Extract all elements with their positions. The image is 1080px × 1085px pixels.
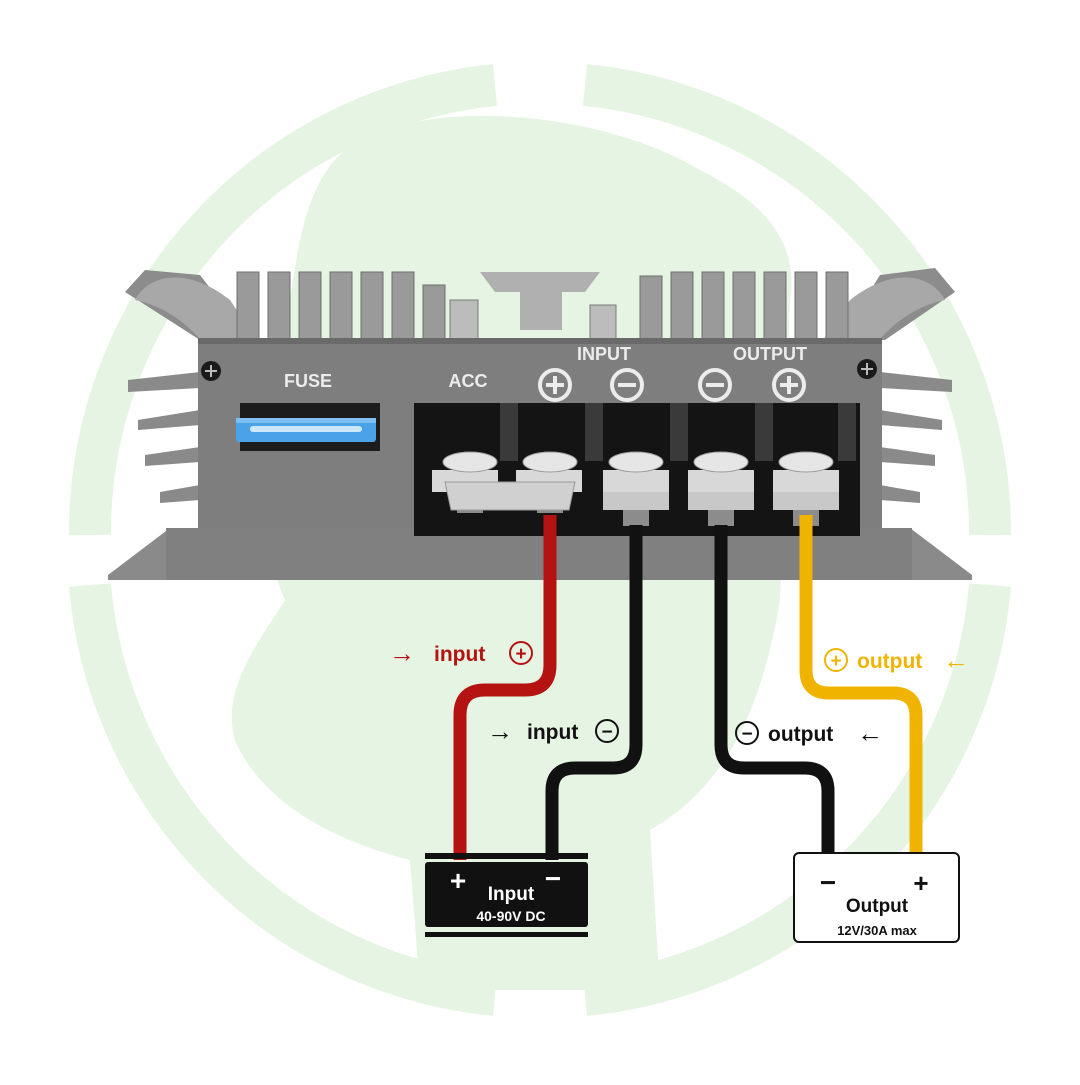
- screw-icon: [201, 361, 221, 381]
- minus-terminal-icon: [610, 368, 644, 402]
- minus-circle-icon: [595, 719, 619, 743]
- battery-minus-sign: −: [545, 863, 561, 894]
- minus-terminal-icon: [698, 368, 732, 402]
- input-title: Input: [488, 884, 535, 905]
- plus-circle-icon: [824, 648, 848, 672]
- input-battery: + − Input 40-90V DC: [425, 853, 588, 937]
- minus-circle-icon: [735, 721, 759, 745]
- arrow-right-icon: →: [487, 716, 513, 746]
- screw-icon: [857, 359, 877, 379]
- output-positive-text: output: [857, 650, 922, 673]
- output-negative-label: − output ←: [735, 718, 883, 748]
- acc-jumper: [444, 481, 576, 511]
- arrow-left-icon: ←: [857, 718, 883, 748]
- input-negative-text: input: [527, 721, 578, 744]
- input-positive-wire: [453, 515, 557, 860]
- plus-terminal-icon: [538, 368, 572, 402]
- acc-label: ACC: [449, 371, 488, 391]
- output-negative-text: output: [768, 723, 833, 746]
- plus-terminal-icon: [772, 368, 806, 402]
- input-spec: 40-90V DC: [476, 908, 545, 924]
- output-load: − + Output 12V/30A max: [793, 852, 960, 943]
- arrow-right-icon: →: [389, 638, 415, 668]
- input-positive-label: → input +: [389, 638, 533, 668]
- load-plus-sign: +: [913, 868, 928, 898]
- output-positive-label: + output ←: [824, 645, 969, 675]
- plus-sign: +: [515, 644, 526, 665]
- input-negative-wire: [545, 525, 643, 860]
- input-terminal-label: INPUT: [577, 344, 631, 364]
- input-positive-text: input: [434, 643, 485, 666]
- minus-sign: −: [601, 722, 612, 743]
- load-minus-sign: −: [820, 867, 836, 898]
- plus-circle-icon: [509, 641, 533, 665]
- terminal-screws: [432, 451, 839, 526]
- input-negative-label: → input −: [487, 716, 619, 746]
- heatsink: [108, 268, 972, 580]
- arrow-left-icon: ←: [943, 645, 969, 675]
- minus-sign: −: [741, 724, 752, 745]
- output-spec: 12V/30A max: [837, 923, 918, 938]
- output-negative-wire: [714, 525, 835, 855]
- output-terminal-label: OUTPUT: [733, 344, 807, 364]
- plus-sign: +: [830, 651, 841, 672]
- fuse-label: FUSE: [284, 371, 332, 391]
- fuse-slot: [236, 403, 380, 451]
- battery-plus-sign: +: [450, 865, 466, 896]
- output-positive-wire: [799, 515, 923, 855]
- output-title: Output: [846, 896, 909, 917]
